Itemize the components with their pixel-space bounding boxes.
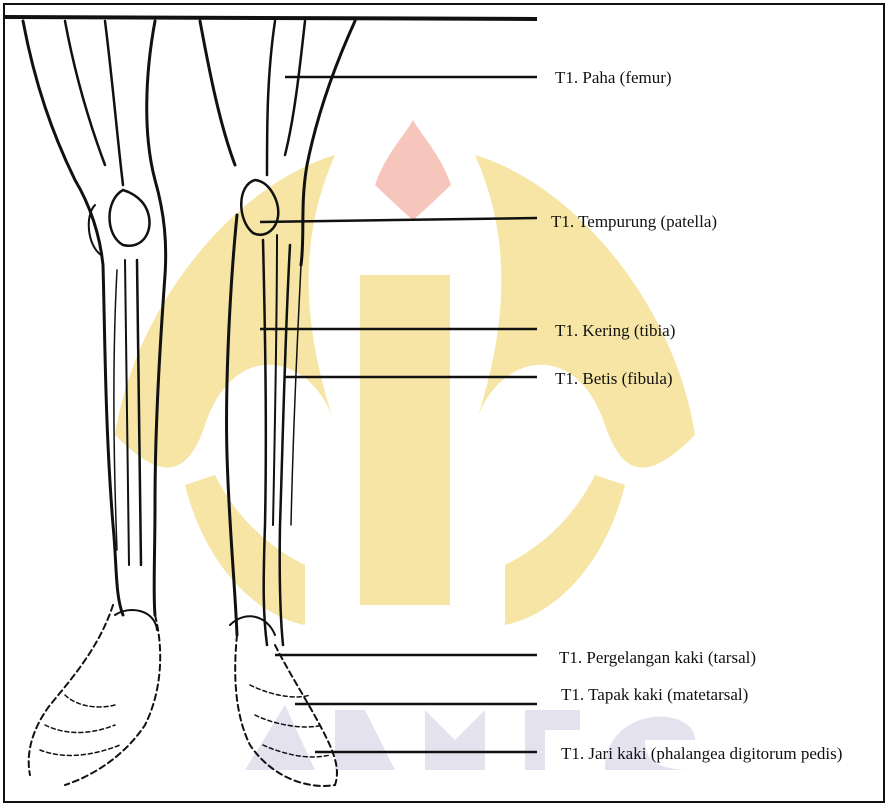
label-tarsal: T1. Pergelangan kaki (tarsal)	[559, 647, 756, 669]
label-patella: T1. Tempurung (patella)	[551, 211, 717, 233]
label-phalanges: T1. Jari kaki (phalangea digitorum pedis…	[561, 743, 881, 765]
label-femur: T1. Paha (femur)	[555, 67, 672, 89]
diagram-frame: T1. Paha (femur) T1. Tempurung (patella)…	[3, 3, 885, 803]
label-tibia: T1. Kering (tibia)	[555, 320, 675, 342]
leg-skeleton-diagram	[5, 5, 885, 803]
label-fibula: T1. Betis (fibula)	[555, 368, 673, 390]
right-leg-bones	[200, 21, 355, 786]
label-metatarsal: T1. Tapak kaki (matetarsal)	[561, 684, 748, 706]
